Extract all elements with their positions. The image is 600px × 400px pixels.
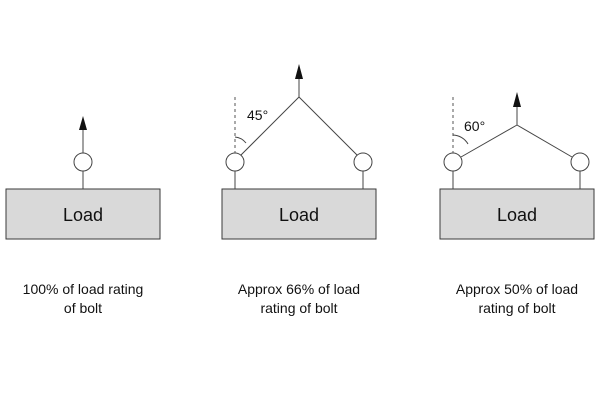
load-label: Load [497,205,537,225]
panel-60-degree-lift: Load 60° [439,92,595,240]
angle-arc [234,136,247,144]
angle-label: 45° [247,107,268,123]
load-label: Load [63,205,103,225]
caption-line: rating of bolt [260,300,338,316]
eyebolt-ring-left [443,152,463,172]
caption-line: of bolt [63,300,103,316]
caption-line: Approx 50% of load [455,281,579,297]
sling-line-right [298,96,358,156]
eyebolt-ring-right [570,152,590,172]
caption-line: 100% of load rating [22,281,144,297]
load-label: Load [279,205,319,225]
eyebolt-ring-right [353,152,373,172]
eyebolt-ring-left [225,152,245,172]
angle-arc [452,134,469,145]
panel-45-degree-lift: Load 45° [221,64,377,240]
sling-line-left [460,124,518,158]
panel-single-lift: Load [5,116,161,240]
lift-arrow [295,64,303,79]
sling-line-left [240,96,300,156]
caption-line: Approx 66% of load [237,281,361,297]
eyebolt-ring [73,152,93,172]
caption-line: rating of bolt [478,300,556,316]
lift-arrow [79,116,87,130]
caption-45-degree-lift: Approx 66% of load rating of bolt [199,280,399,318]
load-box [5,188,161,240]
lift-arrow [513,92,521,107]
load-box [221,188,377,240]
sling-line-right [516,124,573,158]
angle-label: 60° [464,118,485,134]
caption-single-lift: 100% of load rating of bolt [0,280,183,318]
caption-60-degree-lift: Approx 50% of load rating of bolt [417,280,600,318]
load-box [439,188,595,240]
